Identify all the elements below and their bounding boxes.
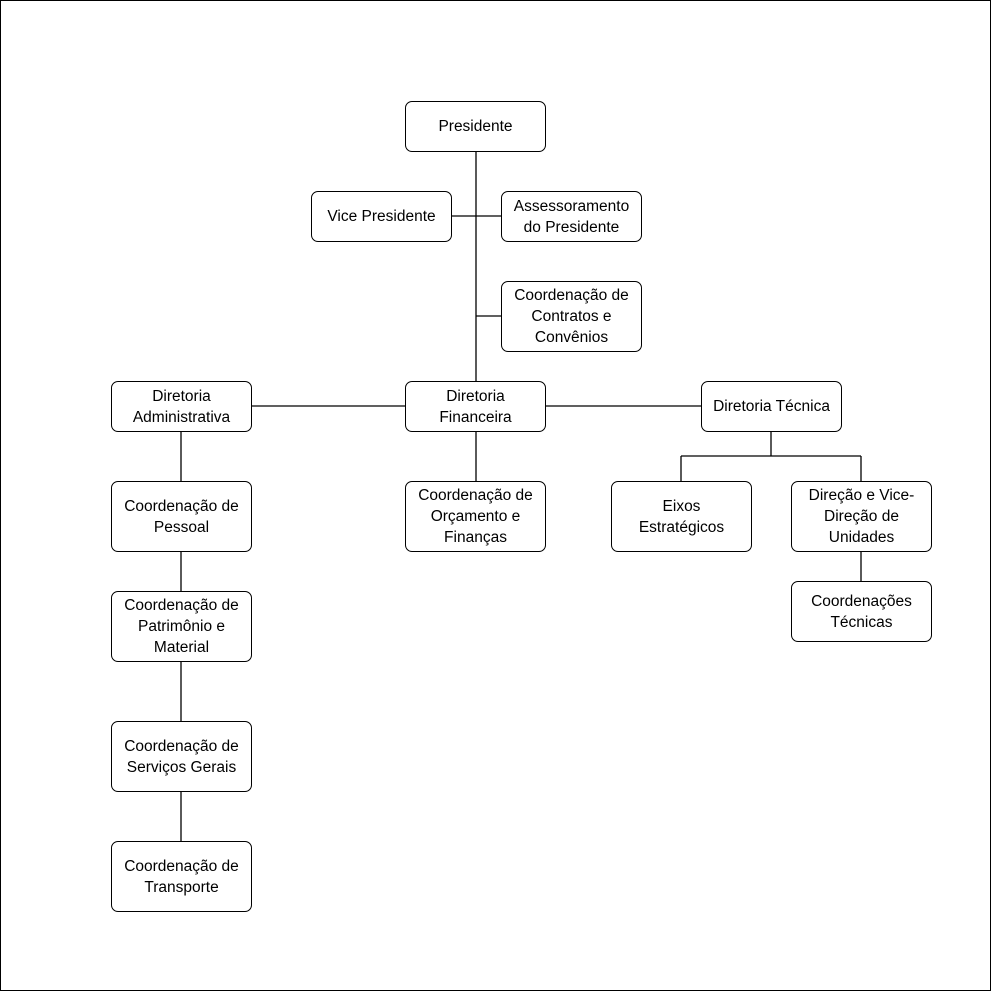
node-coord-servicos[interactable]: Coordenação de Serviços Gerais: [111, 721, 252, 792]
node-assessoramento-label: Assessoramento do Presidente: [513, 197, 630, 236]
node-eixos[interactable]: Eixos Estratégicos: [611, 481, 752, 552]
node-coord-servicos-label: Coordenação de Serviços Gerais: [124, 737, 239, 776]
node-coord-contratos[interactable]: Coordenação de Contratos e Convênios: [501, 281, 642, 352]
node-vice-presidente[interactable]: Vice Presidente: [311, 191, 452, 242]
node-dir-tecnica[interactable]: Diretoria Técnica: [701, 381, 842, 432]
node-dir-financeira-label: Diretoria Financeira: [439, 387, 512, 426]
node-assessoramento[interactable]: Assessoramento do Presidente: [501, 191, 642, 242]
node-eixos-label: Eixos Estratégicos: [638, 497, 725, 536]
node-dir-tecnica-label: Diretoria Técnica: [713, 398, 830, 415]
node-presidente-label: Presidente: [438, 118, 513, 135]
node-direcao-unidades[interactable]: Direção e Vice- Direção de Unidades: [791, 481, 932, 552]
node-coord-transporte-label: Coordenação de Transporte: [124, 857, 239, 896]
node-presidente[interactable]: Presidente: [405, 101, 546, 152]
node-dir-financeira[interactable]: Diretoria Financeira: [405, 381, 546, 432]
node-coord-patrimonio[interactable]: Coordenação de Patrimônio e Material: [111, 591, 252, 662]
node-dir-administrativa[interactable]: Diretoria Administrativa: [111, 381, 252, 432]
node-coord-contratos-label: Coordenação de Contratos e Convênios: [514, 287, 629, 346]
node-direcao-unidades-label: Direção e Vice- Direção de Unidades: [808, 487, 915, 546]
node-coord-tecnicas-label: Coordenações Técnicas: [811, 592, 912, 631]
node-dir-administrativa-label: Diretoria Administrativa: [132, 387, 231, 426]
node-coord-orcamento-label: Coordenação de Orçamento e Finanças: [418, 487, 533, 546]
node-coord-pessoal[interactable]: Coordenação de Pessoal: [111, 481, 252, 552]
node-coord-orcamento[interactable]: Coordenação de Orçamento e Finanças: [405, 481, 546, 552]
node-vice-presidente-label: Vice Presidente: [327, 208, 436, 225]
node-coord-patrimonio-label: Coordenação de Patrimônio e Material: [124, 597, 239, 656]
node-coord-tecnicas[interactable]: Coordenações Técnicas: [791, 581, 932, 642]
node-coord-pessoal-label: Coordenação de Pessoal: [124, 497, 239, 536]
node-coord-transporte[interactable]: Coordenação de Transporte: [111, 841, 252, 912]
